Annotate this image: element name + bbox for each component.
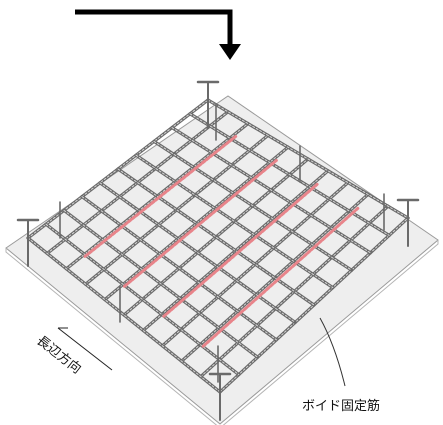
rebar-bar-rib bbox=[153, 140, 353, 271]
rebar-bar-rib bbox=[104, 146, 289, 301]
rebar-bar-rib bbox=[200, 205, 389, 378]
direction-indicator: 長辺方向 bbox=[34, 327, 113, 378]
rebar-bar-rib bbox=[27, 237, 221, 393]
rebar-bar-rib bbox=[117, 168, 315, 306]
void-rebar-callout: ボイド固定筋 bbox=[302, 317, 380, 414]
rebar-bar-rib bbox=[171, 127, 371, 254]
direction-label: 長辺方向 bbox=[34, 333, 85, 378]
void-fixing-bar bbox=[83, 134, 238, 258]
void-fixing-bar bbox=[201, 206, 360, 348]
insert-arrow-icon bbox=[75, 9, 241, 60]
void-fixing-bar bbox=[162, 182, 319, 318]
rebar-bar-rib bbox=[45, 223, 240, 376]
rebar-bar-rib bbox=[63, 209, 259, 358]
void-rebar-label: ボイド固定筋 bbox=[302, 398, 380, 414]
rebar-bar-rib bbox=[99, 182, 296, 323]
void-fixing-bar bbox=[122, 158, 278, 288]
rebar-bar-rib bbox=[46, 111, 229, 254]
rebar-bar-rib bbox=[207, 99, 409, 219]
rebar-bar-rib bbox=[135, 154, 334, 289]
rebar-bar-rib bbox=[81, 196, 277, 341]
rebar-bar-rib bbox=[189, 113, 390, 236]
rebar-grid bbox=[16, 80, 420, 421]
